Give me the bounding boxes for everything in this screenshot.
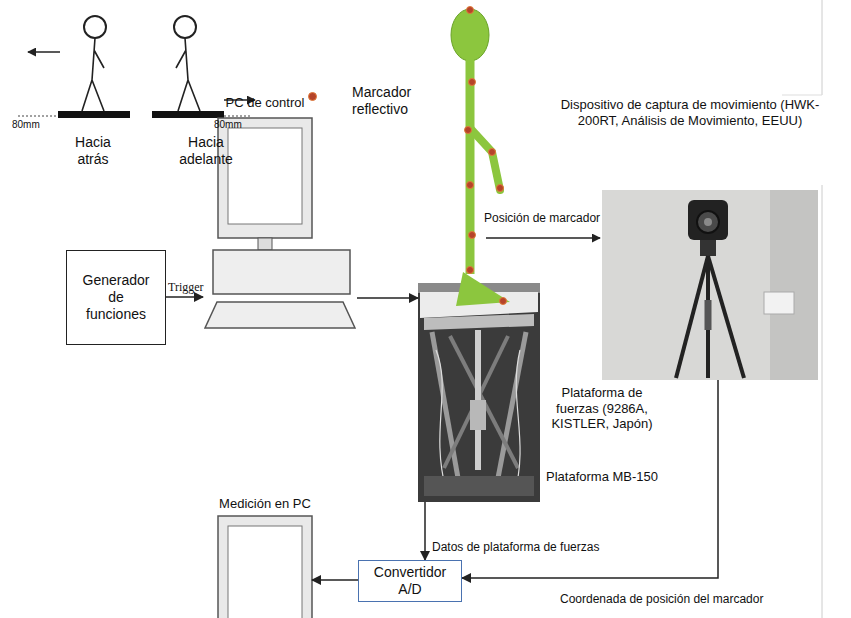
force-platform-node: Plataforma de fuerzas (9286A, KISTLER, J… [418, 283, 540, 502]
stick-figure-backward [28, 51, 60, 53]
edge-label: Coordenada de posición del marcador [560, 592, 763, 606]
reflective-marker [469, 79, 476, 86]
subject-figure [451, 9, 510, 306]
direction-label: Hacia adelante [168, 134, 244, 168]
camera-photo [676, 256, 708, 378]
frame-line [822, 0, 823, 95]
camera-photo [706, 256, 710, 378]
camera-photo [700, 240, 716, 256]
reflective-marker [465, 127, 472, 134]
stick-figure-backward [18, 16, 130, 118]
node-label: Plataforma de fuerzas (9286A, KISTLER, J… [546, 385, 658, 432]
frame-line [822, 185, 823, 618]
pc-icon [258, 238, 272, 250]
camera-photo [697, 211, 719, 233]
marker-position-arrow [486, 238, 600, 239]
reflective-marker [497, 185, 504, 192]
subject-figure [456, 272, 510, 306]
reflective-marker [467, 182, 474, 189]
platform-photo [424, 314, 534, 330]
camera-photo [688, 200, 728, 240]
pc-icon [205, 302, 355, 328]
stick-figure-backward [58, 111, 130, 118]
camera-photo [705, 300, 712, 330]
platform-photo [418, 283, 540, 502]
connector-arrow [312, 579, 358, 581]
platform-photo [450, 336, 518, 468]
legend-label: Marcador reflectivo [352, 84, 428, 118]
platform-photo [470, 400, 486, 430]
edge-label: Datos de plataforma de fuerzas [432, 540, 599, 554]
camera-photo [704, 218, 712, 226]
subject-figure [470, 128, 500, 190]
reflective-marker [469, 232, 476, 239]
camera-photo [602, 190, 818, 380]
connector-arrow [357, 297, 418, 299]
pc-icon [218, 118, 312, 238]
camera-node: Dispositivo de captura de movimiento (HW… [602, 190, 818, 380]
pc-icon [228, 128, 302, 224]
node-label: Convertidor A/D [365, 564, 455, 598]
reflective-marker [467, 7, 474, 14]
subject-figure [451, 9, 489, 61]
reflective-marker [500, 298, 507, 305]
marker-position-arrow [486, 237, 600, 239]
platform-photo [436, 350, 446, 490]
camera-photo [770, 190, 818, 380]
edge-label: Trigger [168, 280, 204, 294]
dimension-label: 80mm [214, 119, 250, 131]
pc-icon [205, 118, 355, 328]
legend-swatch [308, 92, 317, 101]
platform-photo [418, 283, 540, 502]
platform-photo [424, 476, 534, 496]
node-label: Medición en PC [185, 496, 345, 512]
stick-figure-backward [84, 16, 106, 38]
pc-icon [218, 516, 312, 618]
signal-label: Posición de marcador [484, 211, 602, 225]
converter-box: Convertidor A/D [358, 560, 462, 602]
pc-icon [213, 250, 350, 294]
camera-photo [764, 292, 794, 314]
camera-photo [708, 256, 744, 378]
pc-icon [218, 516, 312, 618]
computer-node: Medición en PC [218, 516, 312, 618]
node-label: PC de control [188, 95, 342, 111]
dimension-label: 80mm [12, 119, 48, 131]
stick-figure-forward [174, 16, 196, 38]
subject-figure [466, 60, 475, 274]
node-label: Plataforma MB-150 [546, 469, 658, 485]
stick-figure-backward [82, 38, 104, 111]
stick-figure-forward [224, 116, 250, 117]
connector-arrow [166, 296, 203, 298]
platform-photo [432, 332, 458, 478]
node-label: Generador de funciones [77, 272, 155, 322]
camera-photo [602, 190, 818, 380]
reflective-marker [467, 267, 474, 274]
platform-photo [514, 350, 520, 495]
direction-label: Hacia atrás [63, 134, 123, 168]
reflective-marker [489, 149, 496, 156]
process-box: Generador de funciones [66, 250, 166, 345]
reflective-marker [465, 7, 507, 305]
stick-figure-forward [152, 111, 224, 118]
stick-figure-backward [18, 116, 58, 117]
frame-line [782, 95, 822, 96]
stick-figure-forward [176, 38, 200, 111]
computer-node: PC de control [203, 115, 357, 330]
pc-icon [228, 526, 302, 618]
node-label: Dispositivo de captura de movimiento (HW… [545, 97, 835, 128]
connector-arrow [424, 502, 426, 560]
